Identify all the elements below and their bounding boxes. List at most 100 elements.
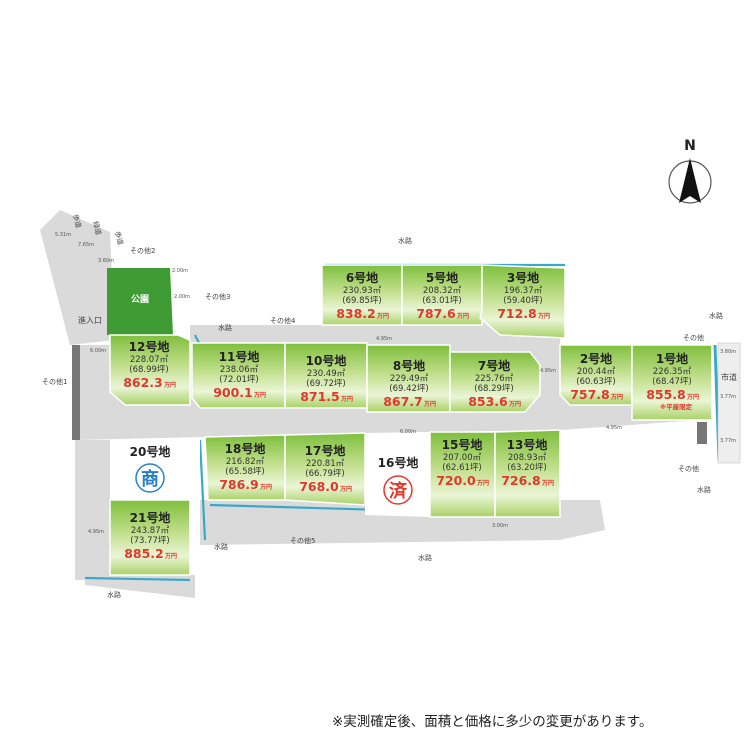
city-road-char: 市道 <box>721 372 737 382</box>
city-road-strip <box>717 342 741 464</box>
plot-price: 720.0 <box>436 473 476 488</box>
plot-price-unit: 万円 <box>610 394 623 401</box>
disclaimer-note: ※実測確定後、面積と価格に多少の変更があります。 <box>332 714 653 730</box>
plot-20: 20号地 商 <box>130 444 171 493</box>
plot-12-shape <box>109 334 191 406</box>
plot-tsubo: (68.99坪) <box>129 365 168 375</box>
dim-495-right: 4.95m <box>540 368 556 374</box>
plot-price: 867.7 <box>383 394 423 409</box>
park-label: 公園 <box>131 294 149 305</box>
plot-price: 757.8 <box>570 387 610 402</box>
north-label: N <box>684 138 696 154</box>
dim-360: 3.60m <box>98 258 114 264</box>
sold-stamp-circle <box>383 475 413 505</box>
dim-377a: 3.77m <box>720 394 736 400</box>
plot-tsubo: (69.85坪) <box>342 296 381 306</box>
dim-380: 3.80m <box>720 349 736 355</box>
plot-name: 1号地 <box>656 351 688 366</box>
park-plot: 公園 <box>107 268 173 335</box>
plot-name: 3号地 <box>507 270 539 285</box>
plot-price: 726.8 <box>501 473 541 488</box>
sonota2-label: その他2 <box>130 246 155 255</box>
dim-600-left: 6.00m <box>90 348 106 354</box>
sonota-right-1: その他 <box>683 333 704 342</box>
plot-tsubo: (72.01坪) <box>219 375 258 385</box>
city-road-label: 市道 <box>721 372 737 382</box>
plot-price-unit: 万円 <box>164 553 177 560</box>
plot-16-shape <box>365 432 430 517</box>
dim-377b: 3.77m <box>720 438 736 444</box>
suiro-top: 水路 <box>398 236 412 245</box>
plot-price-unit: 万円 <box>253 392 266 399</box>
plot-price-unit: 万円 <box>537 313 550 320</box>
bottom-strip <box>85 572 195 598</box>
suiro-lower: 水路 <box>418 553 432 562</box>
sonota5-label: その他5 <box>290 536 315 545</box>
plot-tsubo: (65.58坪) <box>225 467 264 477</box>
plot-20-shape <box>110 440 200 500</box>
plot-price-unit: 万円 <box>686 394 699 401</box>
plot-price: 862.3 <box>123 375 163 390</box>
plot-11-shape <box>191 342 286 409</box>
plot-tsubo: (60.63坪) <box>576 377 615 387</box>
plot-20-name: 20号地 <box>130 444 171 459</box>
plot-area: 243.87㎡ <box>131 526 170 536</box>
plot-price-unit: 万円 <box>376 313 389 320</box>
plot-area: 228.07㎡ <box>130 355 169 365</box>
dim-200a: 2.00m <box>172 268 188 274</box>
plot-name: 8号地 <box>393 358 425 373</box>
plot-price: 768.0 <box>299 479 339 494</box>
plot-price-unit: 万円 <box>163 382 176 389</box>
ryokudo-label: 緑道 <box>91 220 103 236</box>
plot-tsubo: (69.72坪) <box>306 379 345 389</box>
plot-tsubo: (59.40坪) <box>503 296 542 306</box>
plot-16: 16号地 済 <box>378 455 419 505</box>
annotations: 進入口 その他1 その他2 その他3 その他4 その他5 その他 その他 水路 … <box>42 213 737 599</box>
plot-price-unit: 万円 <box>456 313 469 320</box>
plot-area: 208.93㎡ <box>508 453 547 463</box>
sold-stamp-text: 済 <box>389 480 408 502</box>
plot-area: 208.32㎡ <box>423 286 462 296</box>
sonota3-label: その他3 <box>205 292 230 301</box>
dim-495-left: 4.95m <box>88 529 104 535</box>
plot-note: ※平屋限定 <box>660 402 693 411</box>
plot-price-unit: 万円 <box>339 486 352 493</box>
plot-price-unit: 万円 <box>259 484 272 491</box>
suiro-bottom: 水路 <box>107 590 121 599</box>
plot-price: 900.1 <box>213 385 253 400</box>
plot-16-name: 16号地 <box>378 455 419 470</box>
plot-price-unit: 万円 <box>508 401 521 408</box>
hodo-label-2: 歩道 <box>113 230 125 246</box>
plot-2-shape <box>559 344 633 406</box>
commercial-stamp-circle <box>135 463 165 493</box>
commercial-stamp-text: 商 <box>141 468 159 490</box>
plot-13-shape <box>494 429 561 518</box>
suiro-right-top: 水路 <box>709 311 723 320</box>
plot-name: 2号地 <box>580 351 612 366</box>
plot-area: 216.82㎡ <box>226 457 265 467</box>
suiro-mid-left: 水路 <box>214 542 228 551</box>
plot-5-shape <box>401 264 483 326</box>
west-road <box>75 440 110 580</box>
suiro-right-bottom: 水路 <box>697 485 711 494</box>
plot-name: 5号地 <box>426 270 458 285</box>
plot-7-shape <box>449 351 541 413</box>
plot-area: 230.93㎡ <box>343 286 382 296</box>
